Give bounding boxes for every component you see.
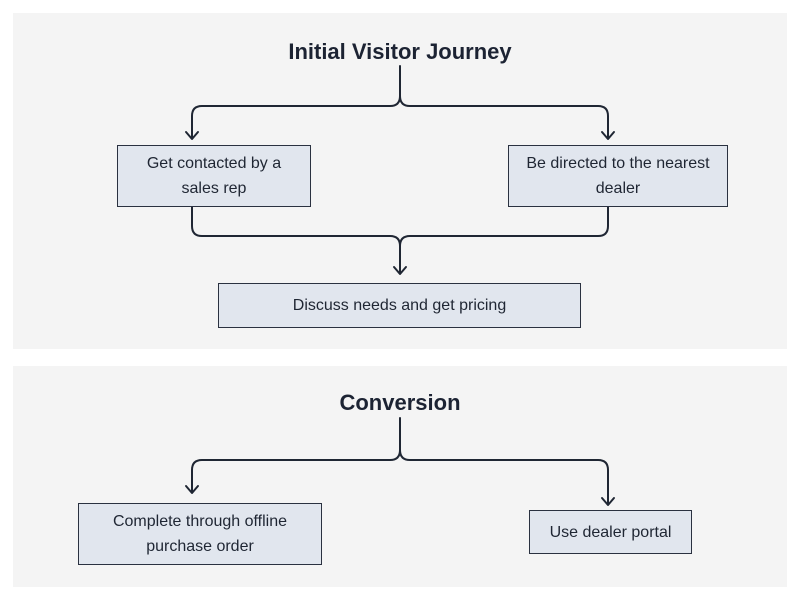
node-discuss-needs-pricing: Discuss needs and get pricing — [218, 283, 581, 328]
journey-heading: Initial Visitor Journey — [288, 39, 512, 64]
node-dealer-portal: Use dealer portal — [529, 510, 692, 554]
conversion-heading: Conversion — [339, 390, 461, 415]
node-contacted-by-sales-rep: Get contacted by a sales rep — [117, 145, 311, 207]
node-offline-purchase-order: Complete through offline purchase order — [78, 503, 322, 565]
node-directed-to-dealer: Be directed to the nearest dealer — [508, 145, 728, 207]
